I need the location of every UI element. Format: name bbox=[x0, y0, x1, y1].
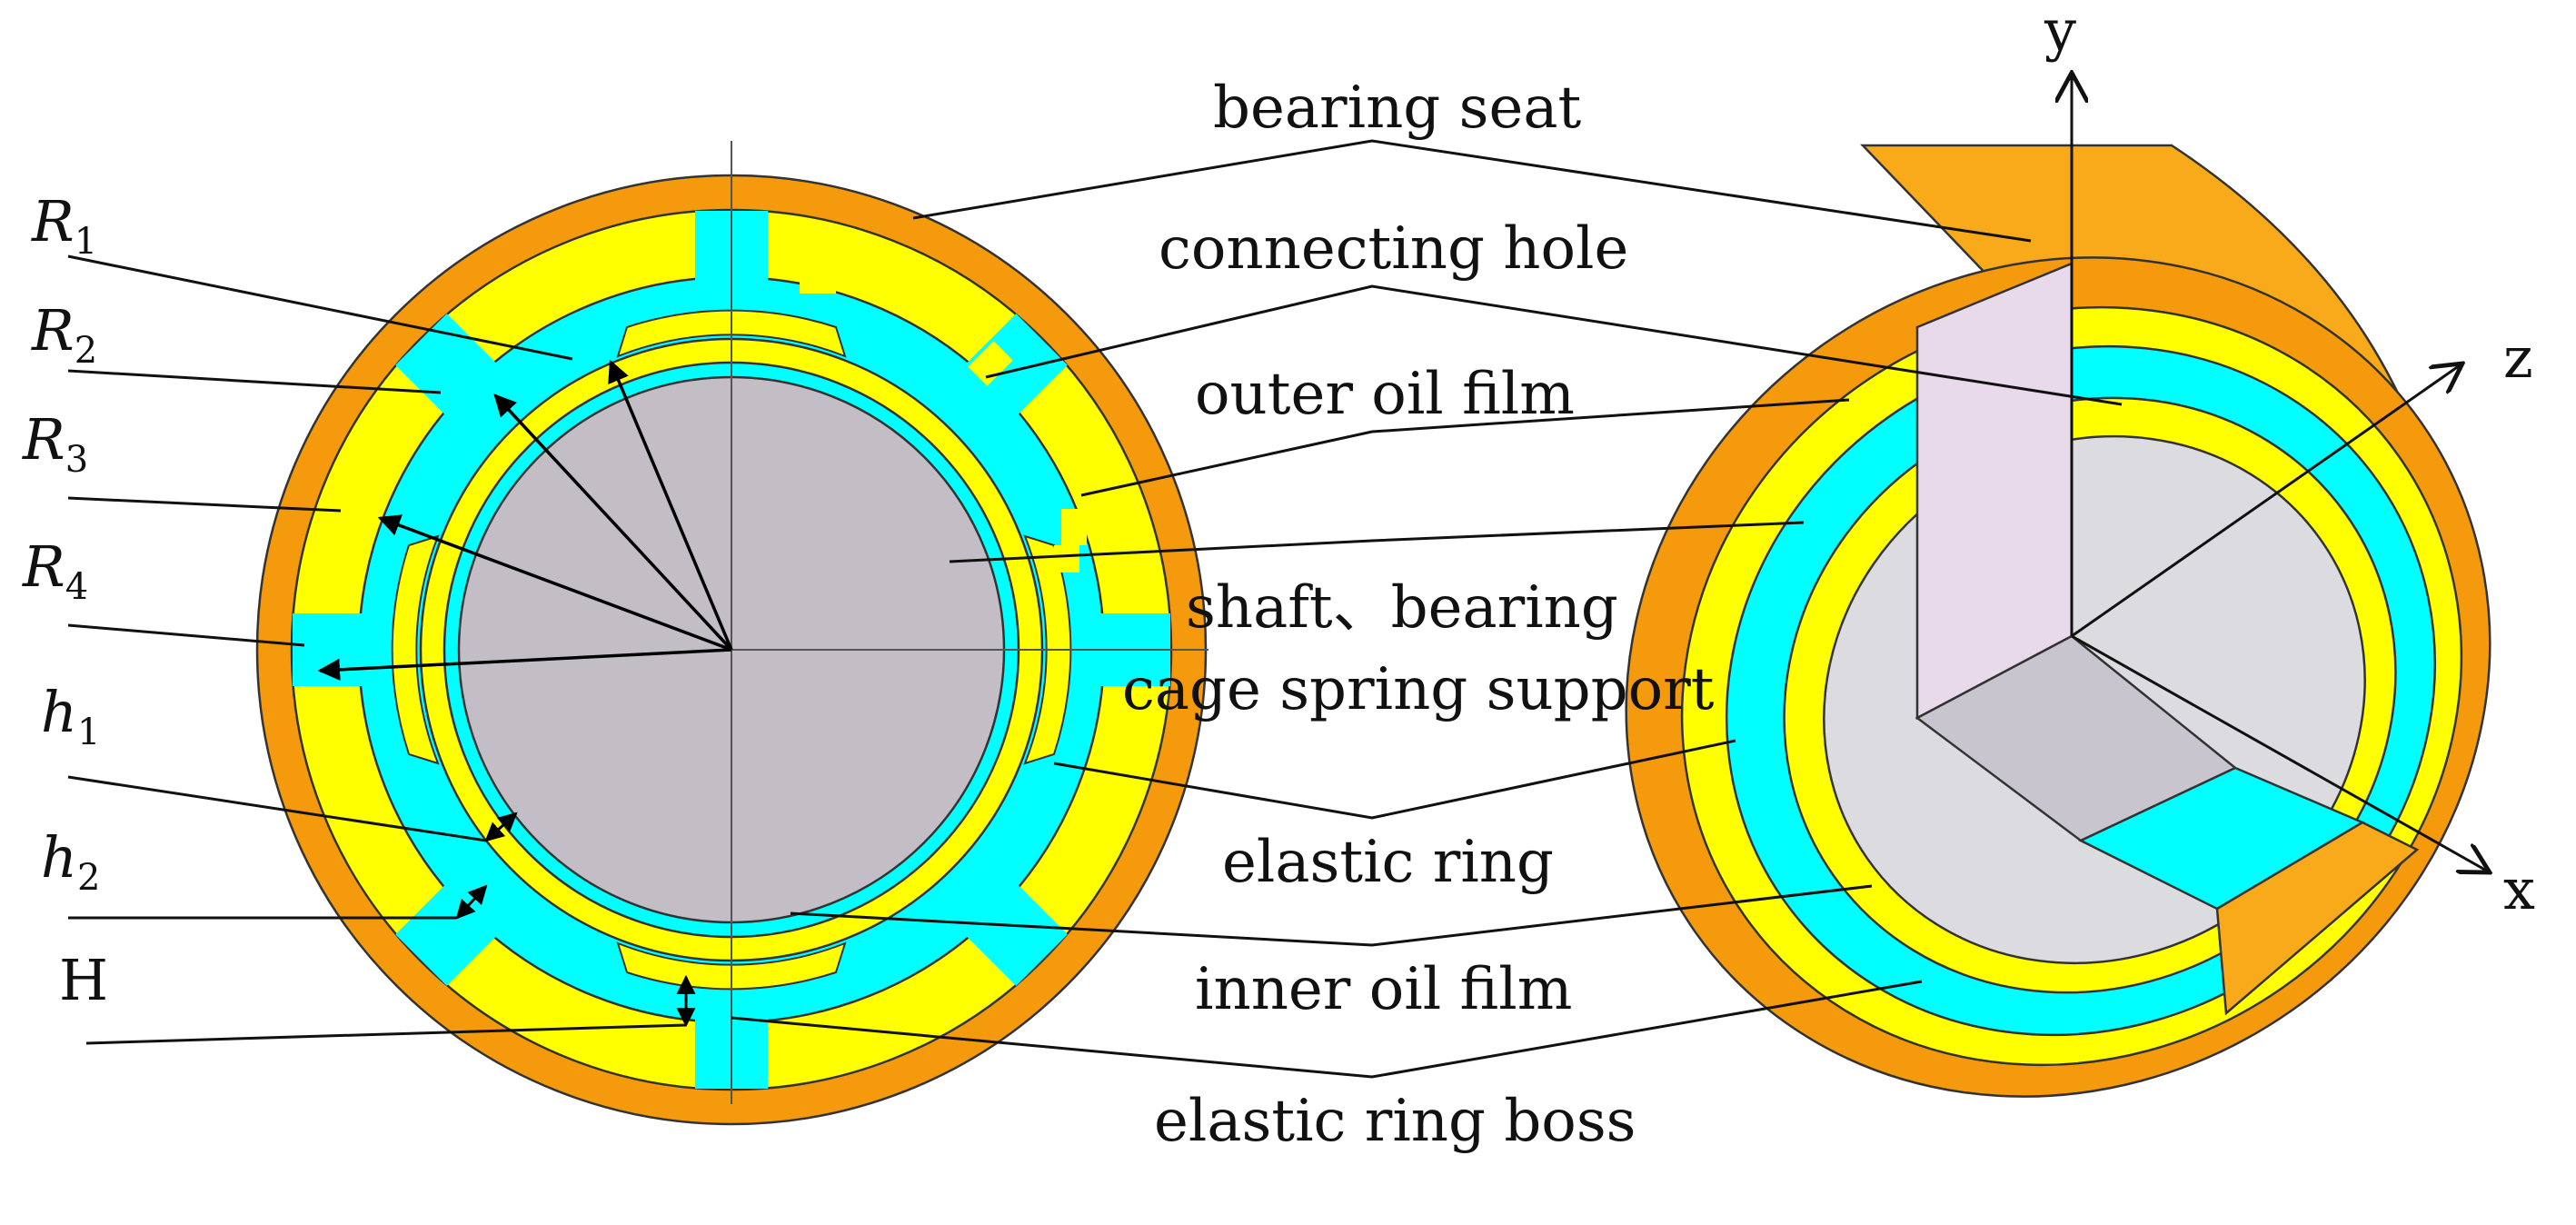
radius-arrows bbox=[317, 359, 733, 682]
isometric-cutaway-view bbox=[1625, 73, 2576, 1098]
axis-labels: y z x bbox=[2044, 0, 2535, 922]
symbol-H: H bbox=[59, 947, 108, 1013]
symbol-r1: R1 bbox=[31, 188, 97, 263]
thickness-arrows bbox=[455, 812, 696, 1028]
label-inner-oil-film: inner oil film bbox=[1195, 956, 1572, 1023]
label-cage-spring-support: cage spring support bbox=[1122, 656, 1715, 723]
symbol-h1: h1 bbox=[41, 679, 100, 753]
axis-label-z: z bbox=[2503, 324, 2533, 391]
symbol-h2: h2 bbox=[41, 824, 100, 899]
label-elastic-ring-boss: elastic ring boss bbox=[1154, 1088, 1636, 1155]
label-elastic-ring: elastic ring bbox=[1222, 829, 1554, 896]
leader-lines bbox=[67, 139, 2123, 1079]
cross-section-view bbox=[255, 141, 1208, 1126]
label-outer-oil-film: outer oil film bbox=[1195, 361, 1575, 428]
axis-label-x: x bbox=[2503, 856, 2535, 922]
symbol-r4: R4 bbox=[22, 533, 88, 608]
symbol-r2: R2 bbox=[31, 297, 97, 372]
axis-label-y: y bbox=[2044, 0, 2076, 64]
coordinate-axes bbox=[2072, 73, 2490, 872]
connecting-holes bbox=[800, 268, 1087, 573]
cutaway-outer-wall bbox=[2215, 821, 2420, 1016]
symbol-r3: R3 bbox=[22, 406, 88, 481]
label-bearing-seat: bearing seat bbox=[1213, 75, 1581, 142]
label-connecting-hole: connecting hole bbox=[1159, 215, 1628, 283]
symbol-labels: R1 R2 R3 R4 h1 h2 H bbox=[22, 188, 108, 1013]
label-shaft-bearing: shaft、bearing bbox=[1186, 574, 1618, 642]
part-labels: bearing seat connecting hole outer oil f… bbox=[1122, 75, 1715, 1155]
